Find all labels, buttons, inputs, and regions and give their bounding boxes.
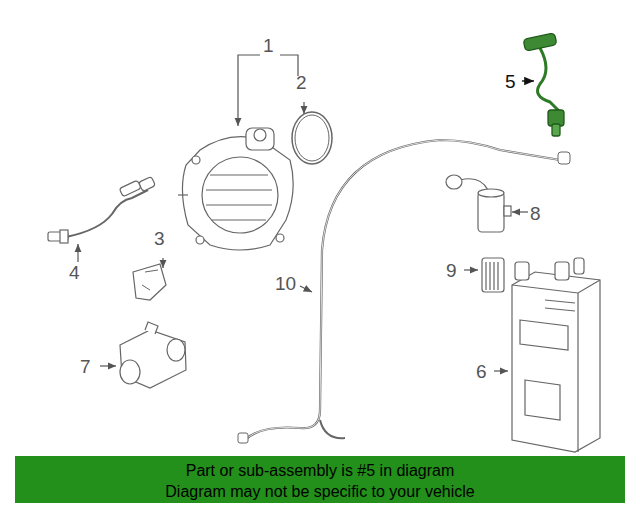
info-text: Part or sub-assembly is #5 in diagram [15, 463, 625, 479]
callout-number: 1 [263, 36, 274, 55]
callout-number: 3 [154, 229, 165, 248]
callout-number: 5 [505, 72, 516, 91]
callout-number: 6 [476, 362, 487, 381]
callout-number: 10 [275, 274, 296, 293]
info-text: Diagram may not be specific to your vehi… [15, 484, 625, 500]
callout-number: 4 [69, 263, 80, 282]
callout-number: 8 [530, 204, 541, 223]
callout-number: 9 [446, 261, 457, 280]
callout-number: 2 [296, 73, 307, 92]
callout-number: 7 [80, 357, 91, 376]
